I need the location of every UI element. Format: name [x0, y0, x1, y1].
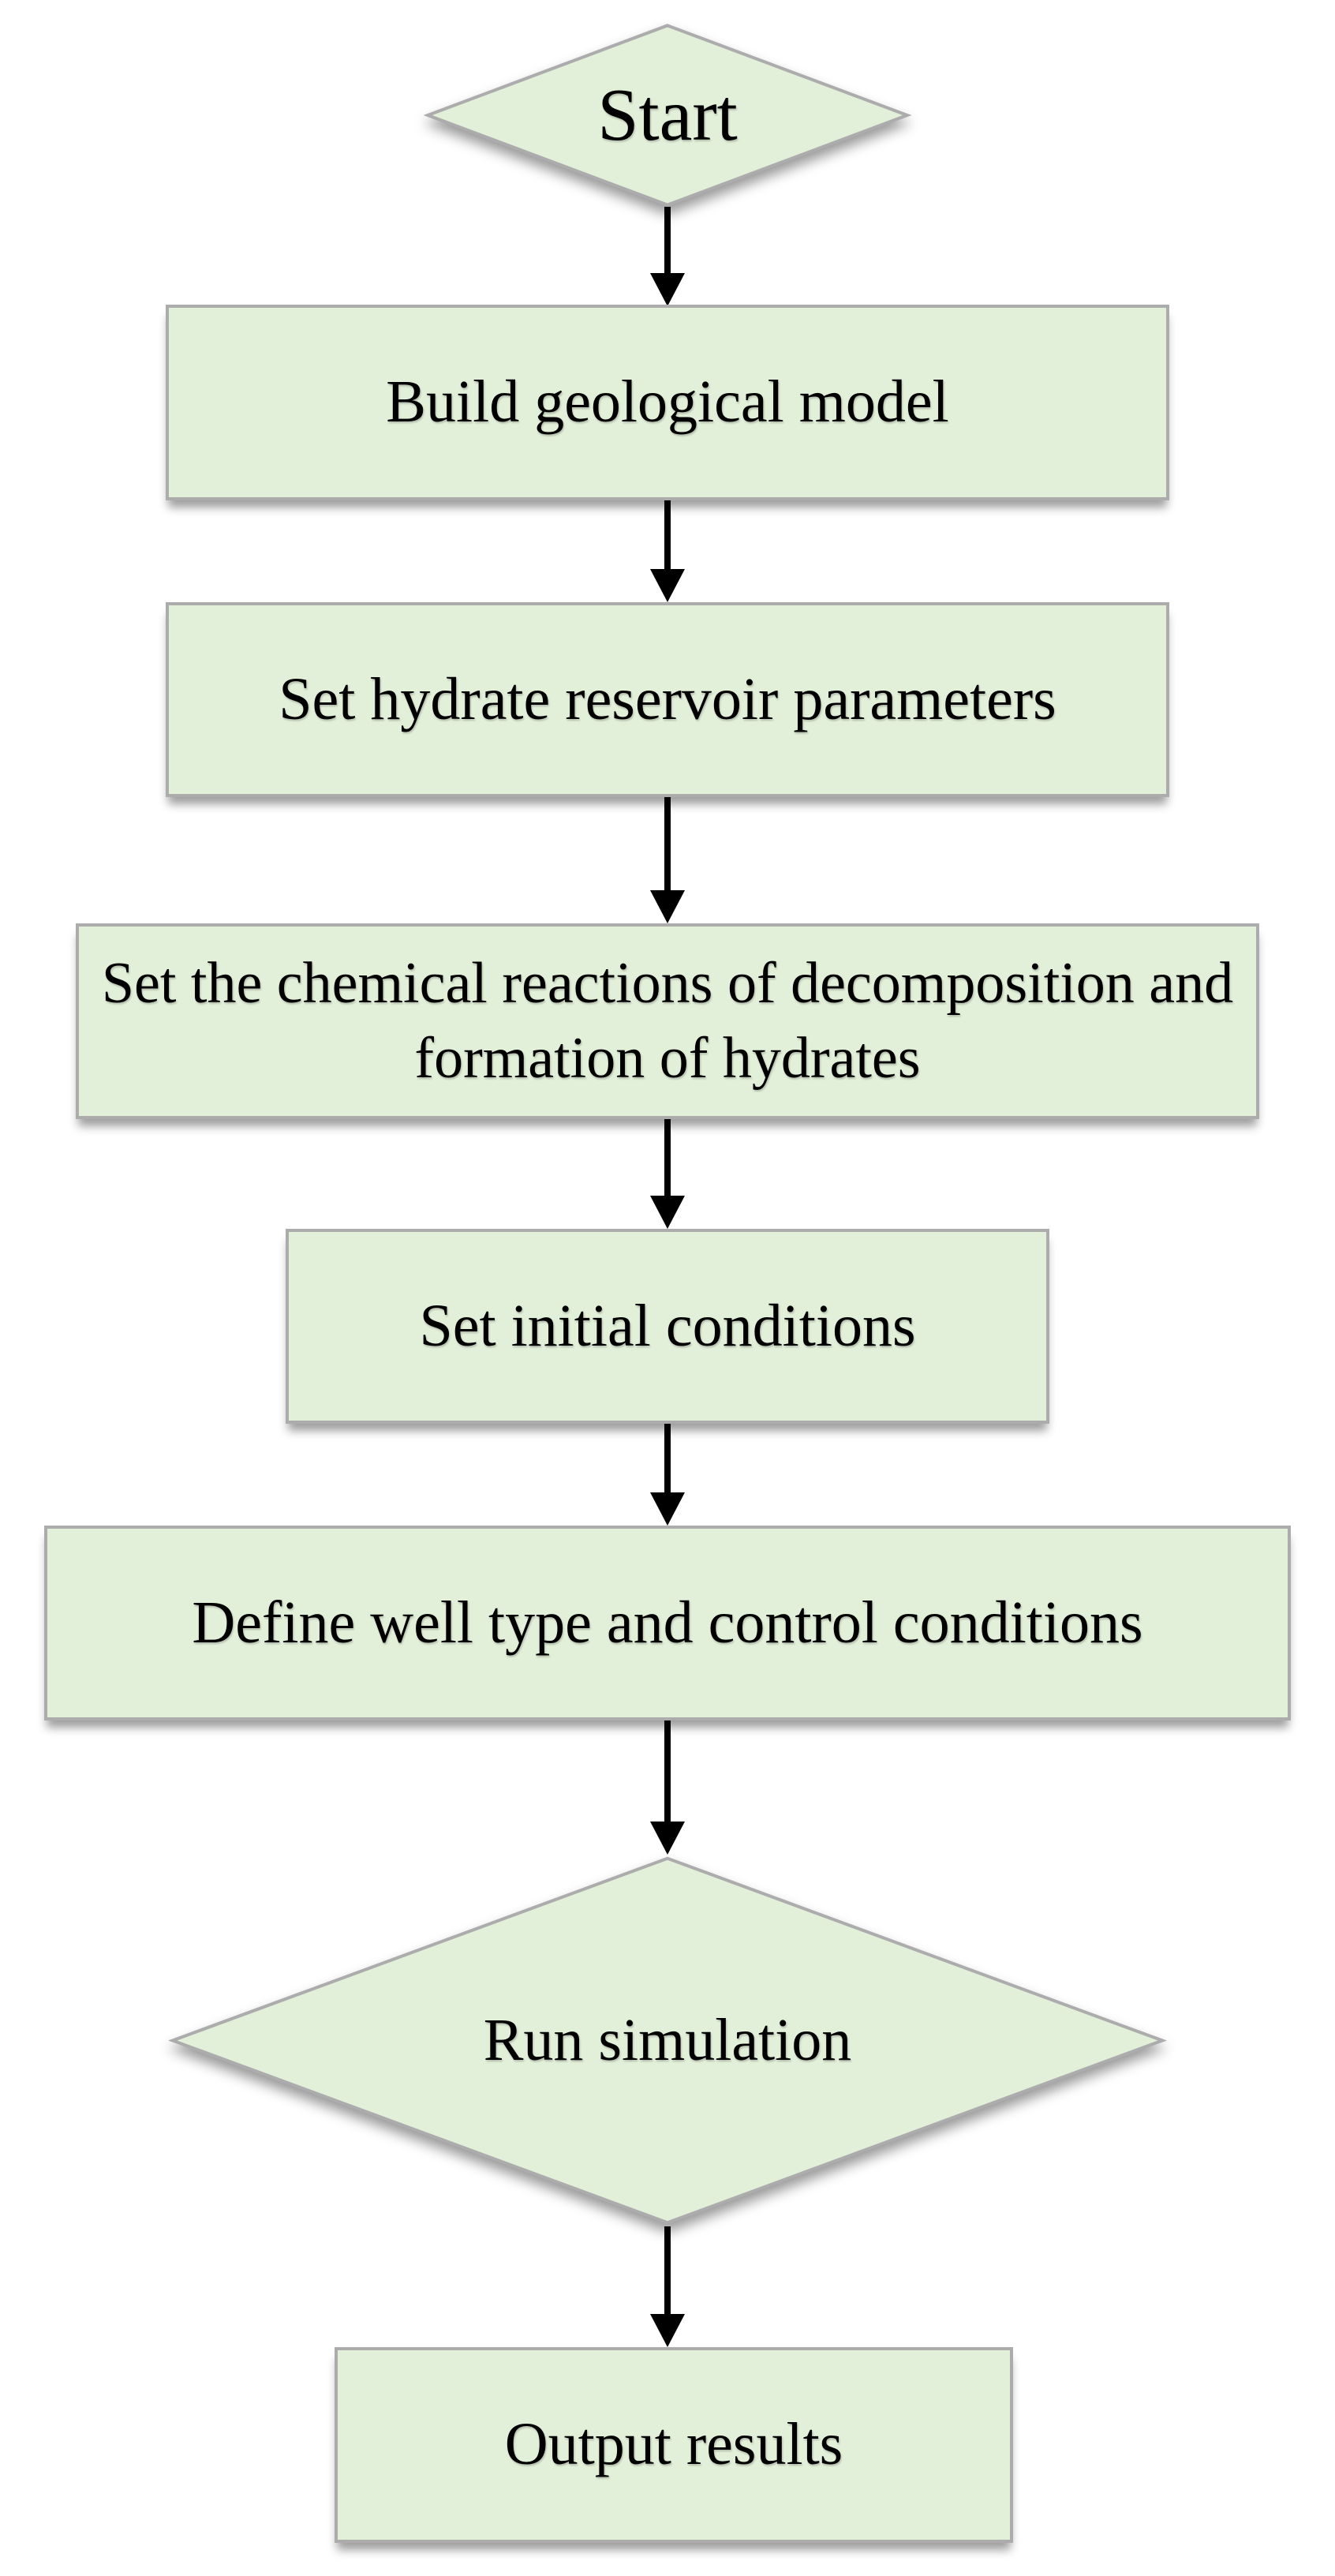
arrow-head-down-icon [650, 569, 685, 602]
node-set-hydrate-reservoir-parameters: Set hydrate reservoir parameters [166, 602, 1169, 797]
node-label: Run simulation [483, 2006, 852, 2073]
diamond-shape [163, 1855, 1172, 2226]
node-set-initial-conditions: Set initial conditions [286, 1229, 1049, 1424]
flow-arrow-4 [649, 1119, 686, 1229]
arrow-shaft [664, 207, 671, 279]
node-output-results: Output results [335, 2347, 1013, 2543]
arrow-shaft [664, 2226, 671, 2320]
node-label: Build geological model [386, 369, 949, 436]
arrow-head-down-icon [650, 890, 685, 923]
node-run-simulation: Run simulation [163, 1855, 1172, 2226]
flow-arrow-5 [649, 1424, 686, 1526]
flow-arrow-1 [649, 207, 686, 306]
node-build-geological-model: Build geological model [166, 305, 1169, 500]
node-label: Output results [504, 2411, 843, 2478]
arrow-head-down-icon [650, 1492, 685, 1526]
arrow-head-down-icon [650, 1196, 685, 1229]
diamond-shape [423, 24, 912, 207]
diamond-polygon [173, 1859, 1162, 2223]
arrow-head-down-icon [650, 2314, 685, 2347]
node-label: Define well type and control conditions [192, 1589, 1143, 1656]
arrow-head-down-icon [650, 273, 685, 306]
node-label: Set hydrate reservoir parameters [279, 665, 1056, 732]
arrow-shaft [664, 500, 671, 575]
node-label: Set the chemical reactions of decomposit… [101, 951, 1234, 1091]
node-label: Set initial conditions [419, 1292, 916, 1359]
flow-arrow-3 [649, 797, 686, 923]
flow-arrow-7 [649, 2226, 686, 2347]
flow-arrow-6 [649, 1720, 686, 1855]
flow-arrow-2 [649, 500, 686, 602]
node-set-chemical-reactions: Set the chemical reactions of decomposit… [76, 923, 1259, 1119]
arrow-shaft [664, 797, 671, 897]
node-start: Start [423, 24, 912, 207]
diamond-polygon [428, 25, 907, 204]
arrow-shaft [664, 1424, 671, 1499]
node-label: Start [597, 73, 738, 156]
arrow-shaft [664, 1119, 671, 1202]
node-define-well-type-and-control-conditions: Define well type and control conditions [44, 1526, 1291, 1720]
arrow-shaft [664, 1720, 671, 1828]
arrow-head-down-icon [650, 1822, 685, 1855]
